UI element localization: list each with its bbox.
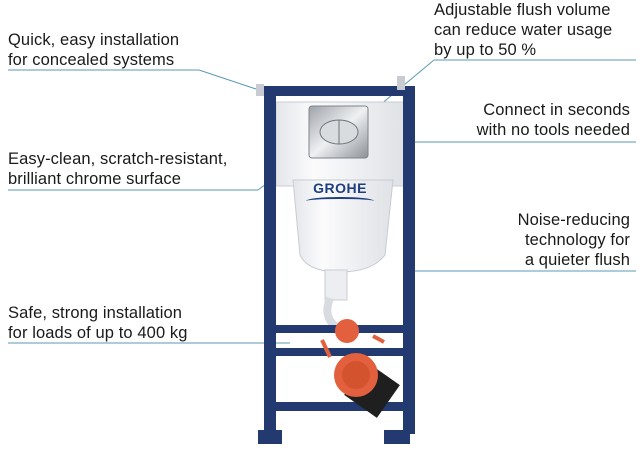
callout-line: Noise-reducing	[517, 211, 630, 229]
leader-lines	[8, 59, 636, 344]
callout-quick-installation: Quick, easy installation for concealed s…	[8, 30, 179, 70]
callout-flush-volume: Adjustable flush volume can reduce water…	[434, 0, 612, 60]
flush-plate	[308, 105, 369, 159]
callout-line: technology for	[524, 231, 630, 249]
callout-line: Safe, strong installation	[8, 304, 183, 322]
logo-text: GROHE	[313, 180, 367, 196]
callout-line: Easy-clean, scratch-resistant,	[8, 150, 228, 168]
callout-line: Adjustable flush volume	[434, 1, 611, 19]
grohe-logo: GROHE	[306, 180, 374, 205]
callout-line: with no tools needed	[476, 121, 630, 139]
callout-line: by up to 50 %	[434, 41, 537, 59]
callout-line: Quick, easy installation	[8, 31, 180, 49]
callout-no-tools: Connect in seconds with no tools needed	[477, 100, 630, 140]
logo-wave-icon	[306, 197, 374, 205]
callout-line: can reduce water usage	[434, 21, 613, 39]
callout-line: brilliant chrome surface	[8, 170, 181, 188]
callout-noise-reducing: Noise-reducing technology for a quieter …	[518, 210, 630, 270]
callout-chrome-surface: Easy-clean, scratch-resistant, brilliant…	[8, 149, 227, 189]
drain-connections	[320, 319, 400, 418]
callout-line: a quieter flush	[524, 251, 630, 269]
callout-line: for loads of up to 400 kg	[8, 324, 188, 342]
callout-strong-installation: Safe, strong installation for loads of u…	[8, 303, 188, 343]
callout-line: Connect in seconds	[483, 101, 630, 119]
callout-line: for concealed systems	[8, 51, 175, 69]
